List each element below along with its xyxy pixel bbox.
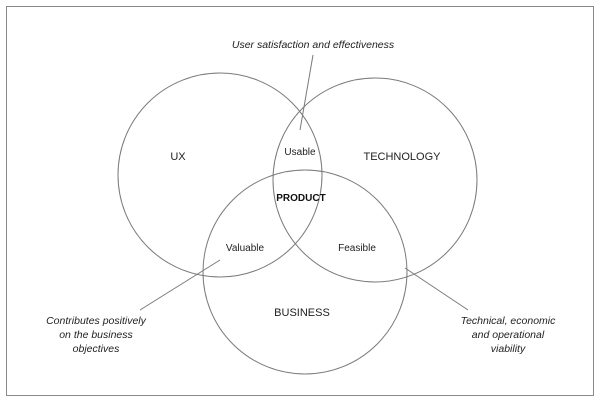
feasible-leader-line (404, 267, 469, 311)
left-annotation-line-1: Contributes positively (46, 315, 147, 327)
technology-label: TECHNOLOGY (363, 151, 441, 163)
valuable-label: Valuable (226, 243, 265, 254)
left-annotation-line-2: on the business (59, 329, 133, 341)
ux-circle (117, 72, 323, 278)
usable-label: Usable (284, 147, 316, 158)
ux-label: UX (170, 151, 186, 163)
business-label: BUSINESS (274, 307, 330, 319)
left-annotation-line-3: objectives (73, 343, 120, 355)
business-circle (202, 169, 408, 375)
valuable-leader-line (139, 259, 221, 311)
right-annotation-line-1: Technical, economic (461, 315, 556, 327)
top-annotation: User satisfaction and effectiveness (232, 39, 395, 51)
usable-leader-line (299, 54, 314, 131)
product-label: PRODUCT (276, 193, 325, 204)
technology-circle (272, 77, 478, 283)
right-annotation-line-2: and operational (472, 329, 545, 341)
feasible-label: Feasible (338, 243, 376, 254)
right-annotation-line-3: viability (491, 343, 526, 355)
diagram-frame (6, 6, 594, 396)
